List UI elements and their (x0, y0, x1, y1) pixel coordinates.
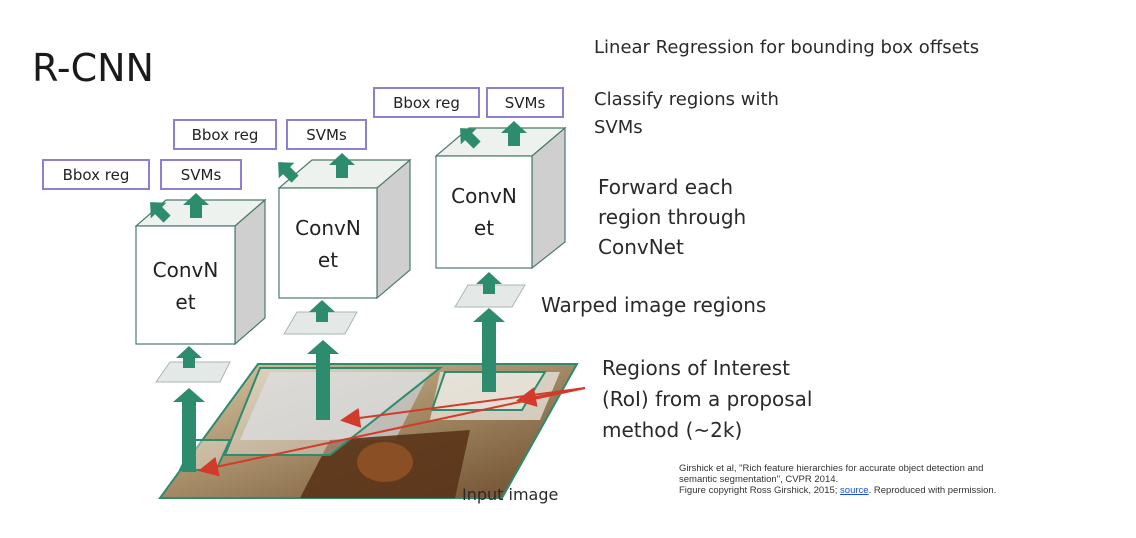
linear-regression-label: Linear Regression for bounding box offse… (594, 37, 980, 58)
source-link[interactable]: source (840, 485, 869, 496)
warped-region-squares (155, 284, 526, 383)
classify-label: Classify regions with SVMs (594, 89, 779, 138)
bbox-reg-box-2: Bbox reg (173, 119, 277, 150)
svms-box-3: SVMs (486, 87, 564, 118)
svms-box-1: SVMs (160, 159, 242, 190)
convnet-cube-1 (134, 198, 267, 346)
warped-label: Warped image regions (541, 293, 767, 317)
green-arrows (150, 121, 527, 472)
bbox-reg-box-3: Bbox reg (373, 87, 480, 118)
svms-box-2: SVMs (286, 119, 367, 150)
roi-pointer-arrows (198, 387, 586, 477)
input-image-label: Input image (462, 485, 559, 504)
page-title: R-CNN (32, 46, 154, 90)
forward-label: Forward each region through ConvNet (598, 175, 747, 259)
input-image (158, 363, 579, 499)
bbox-reg-box-1: Bbox reg (42, 159, 150, 190)
roi-label: Regions of Interest (RoI) from a proposa… (602, 356, 813, 442)
citation: Girshick et al, "Rich feature hierarchie… (679, 463, 997, 496)
